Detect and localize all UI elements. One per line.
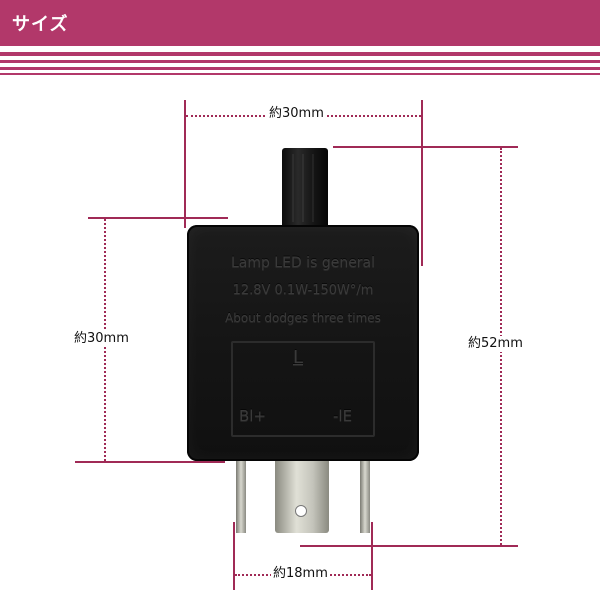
device-text-line3: About dodges three times [225,311,381,325]
header-banner: サイズ [0,0,600,46]
device-symbol: L [293,347,304,368]
knob-rib [292,154,294,222]
device-text-line1: Lamp LED is general [230,255,376,271]
dim-pin-span-label: 約18mm [271,566,330,582]
dim-top-width-label: 約30mm [267,106,326,122]
dim-pin-right-extension [371,522,373,590]
header-stripe [0,73,600,75]
device-terminal-frame [231,341,375,437]
dim-total-height-label: 約52mm [466,336,525,352]
device-knob [282,148,328,228]
dim-pin-left-extension [233,522,235,590]
device-body: Lamp LED is general 12.8V 0.1W-150W°/m A… [187,225,419,461]
dim-total-top-extension [333,146,518,148]
device-terminal-right: -lE [333,407,353,425]
dim-top-left-extension [184,100,186,228]
header-stripe [0,52,600,56]
header-title: サイズ [12,14,69,35]
dim-top-right-extension [421,100,423,266]
device-pin-right [360,461,370,533]
header-stripe [0,67,600,70]
dim-side-top-extension [88,217,228,219]
device-pin-left [236,461,246,533]
dim-total-bottom-extension [300,545,518,547]
knob-rib [302,154,304,222]
dim-side-height-label: 約30mm [72,331,131,347]
device-pin-center [275,461,329,533]
header-stripe [0,60,600,63]
knob-rib [312,154,314,222]
device-terminal-left: Bl+ [239,407,267,425]
pin-hole [295,505,307,517]
device-text-line2: 12.8V 0.1W-150W°/m [232,283,374,298]
dim-side-bottom-extension [75,461,225,463]
